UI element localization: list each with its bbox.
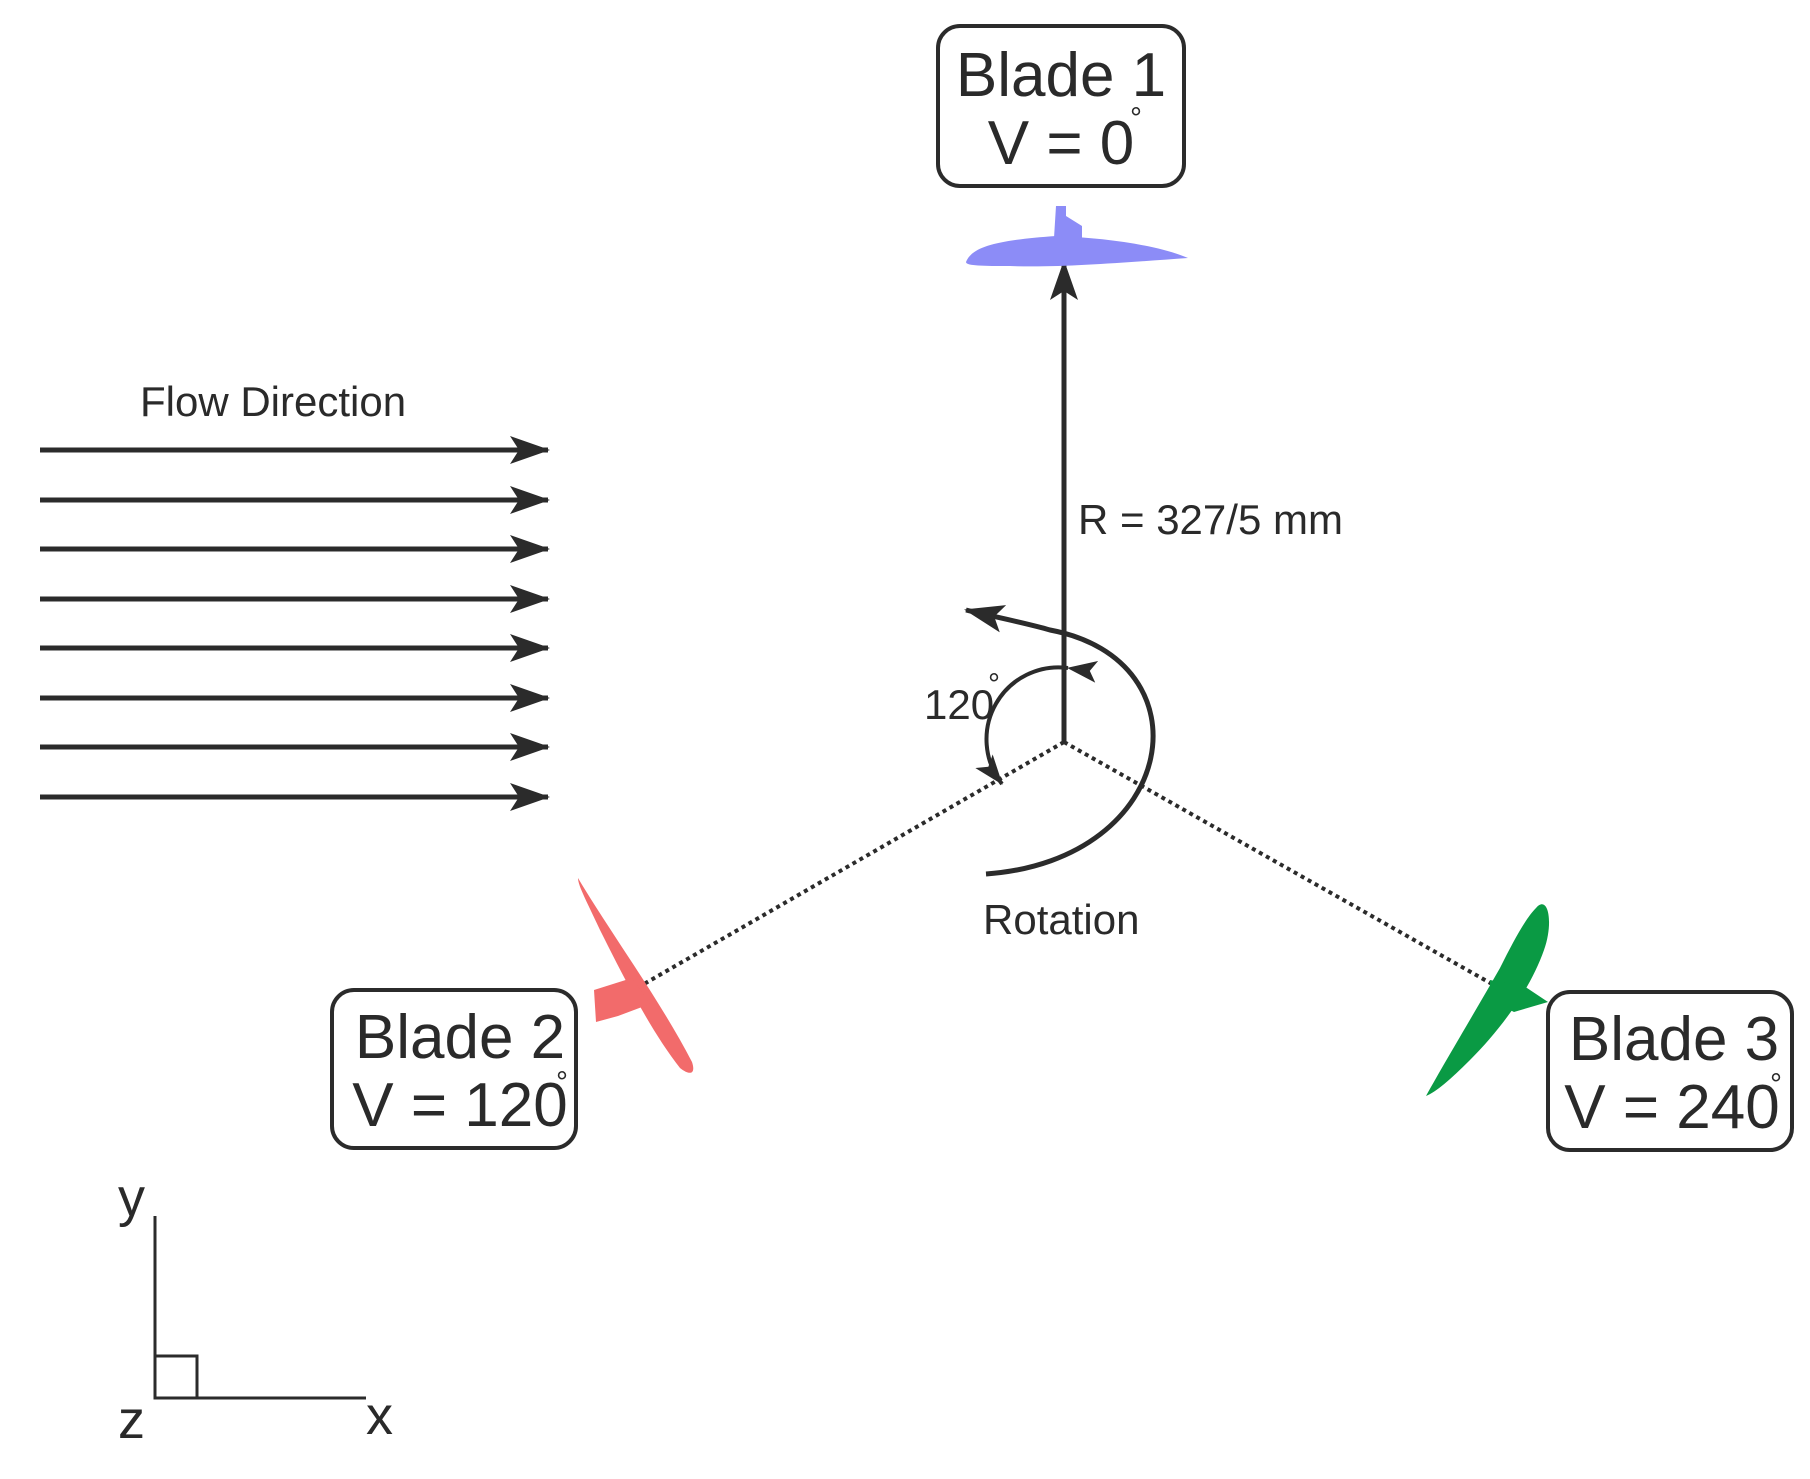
y-axis-label: y (118, 1168, 145, 1228)
blade-3-shape (1426, 904, 1550, 1096)
blade-3-name: Blade 3 (1569, 1005, 1779, 1074)
rotation-label: Rotation (983, 896, 1139, 943)
right-angle-marker (153, 1354, 199, 1400)
blade-2-airfoil (578, 878, 694, 1073)
blade-1-airfoil (966, 206, 1188, 267)
blade-2-name: Blade 2 (355, 1003, 565, 1072)
x-axis-label: x (366, 1386, 393, 1446)
coordinate-axes: y x z (118, 1168, 393, 1450)
blade-3-degree-symbol: ° (1770, 1068, 1782, 1101)
blade-2-degree-symbol: ° (556, 1066, 568, 1099)
flow-direction-label: Flow Direction (140, 378, 406, 425)
blade-1-degree-symbol: ° (1130, 102, 1142, 135)
blade-1-label-box: Blade 1 V = 0 ° (936, 24, 1186, 188)
blade-2-tab (594, 978, 650, 1022)
spoke-blade-2 (643, 740, 1065, 986)
blade-2-shape (578, 878, 694, 1073)
blade-3-label-box: Blade 3 V = 240 ° (1546, 990, 1794, 1152)
blade-2-box (330, 988, 578, 1150)
blade-1-angle: V = 0 (988, 109, 1135, 178)
angle-degree-symbol: ° (988, 668, 1000, 701)
blade-2-angle: V = 120 (352, 1071, 567, 1140)
blade-1-name: Blade 1 (956, 41, 1166, 110)
z-axis-label: z (118, 1390, 145, 1450)
flow-arrows (40, 436, 550, 811)
angle-arc (975, 660, 1099, 786)
blade-3-airfoil (1426, 904, 1550, 1096)
blade-1-box (936, 24, 1186, 188)
blade-1-tab (1054, 206, 1082, 248)
rotation-arc (964, 605, 1156, 877)
angle-label: 120 (924, 681, 994, 728)
blade-3-box (1546, 990, 1794, 1152)
radius-label: R = 327/5 mm (1078, 496, 1343, 543)
blade-3-tab (1490, 980, 1548, 1012)
blade-2-label-box: Blade 2 V = 120 ° (330, 988, 578, 1150)
blade-1-shape (966, 236, 1188, 267)
blade-3-angle: V = 240 (1564, 1073, 1779, 1142)
spoke-blade-3 (1063, 740, 1493, 986)
